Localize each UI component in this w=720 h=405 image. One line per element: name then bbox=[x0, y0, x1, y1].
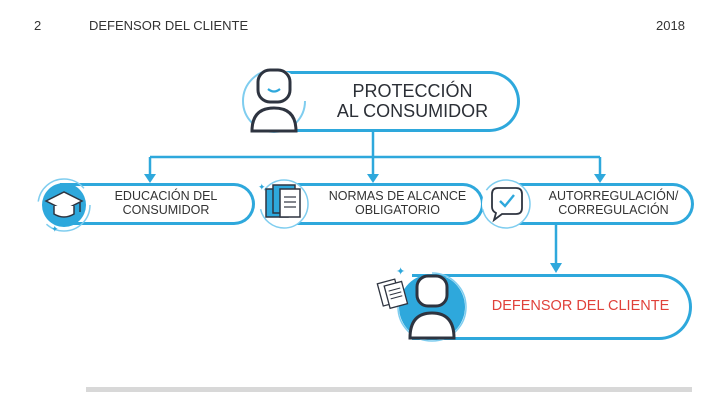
education-label-line2: CONSUMIDOR bbox=[122, 203, 210, 217]
autorregulacion-label-line2: CORREGULACIÓN bbox=[558, 203, 669, 217]
defensor-label: DEFENSOR DEL CLIENTE bbox=[491, 298, 670, 315]
page-number: 2 bbox=[34, 18, 42, 33]
documents-icon: ✦ bbox=[258, 179, 309, 229]
normas-label-line1: NORMAS DE ALCANCE bbox=[328, 189, 467, 204]
child-node-normas: NORMAS DE ALCANCE OBLIGATORIO bbox=[284, 183, 484, 225]
svg-text:✦: ✦ bbox=[51, 224, 59, 234]
svg-text:✦: ✦ bbox=[396, 266, 405, 278]
autorregulacion-label-line1: AUTORREGULACIÓN/ bbox=[548, 189, 679, 204]
person-icon bbox=[242, 68, 306, 133]
root-label-line1: PROTECCIÓN bbox=[352, 80, 473, 101]
root-node: PROTECCIÓN AL CONSUMIDOR bbox=[274, 71, 520, 132]
footer-bar bbox=[86, 387, 692, 392]
chat-check-icon bbox=[481, 179, 531, 229]
child-node-education: EDUCACIÓN DEL CONSUMIDOR bbox=[60, 183, 255, 225]
graduation-cap-icon: ✦ bbox=[37, 178, 91, 234]
header-year: 2018 bbox=[656, 18, 685, 33]
person-with-documents-icon: ✦ bbox=[376, 266, 467, 342]
education-label-line1: EDUCACIÓN DEL bbox=[114, 189, 218, 204]
child-node-autorregulacion: AUTORREGULACIÓN/ CORREGULACIÓN bbox=[506, 183, 694, 225]
svg-text:✦: ✦ bbox=[258, 182, 266, 192]
header-title: DEFENSOR DEL CLIENTE bbox=[89, 18, 249, 33]
normas-label-line2: OBLIGATORIO bbox=[355, 203, 440, 217]
root-label-line2: AL CONSUMIDOR bbox=[336, 100, 489, 121]
